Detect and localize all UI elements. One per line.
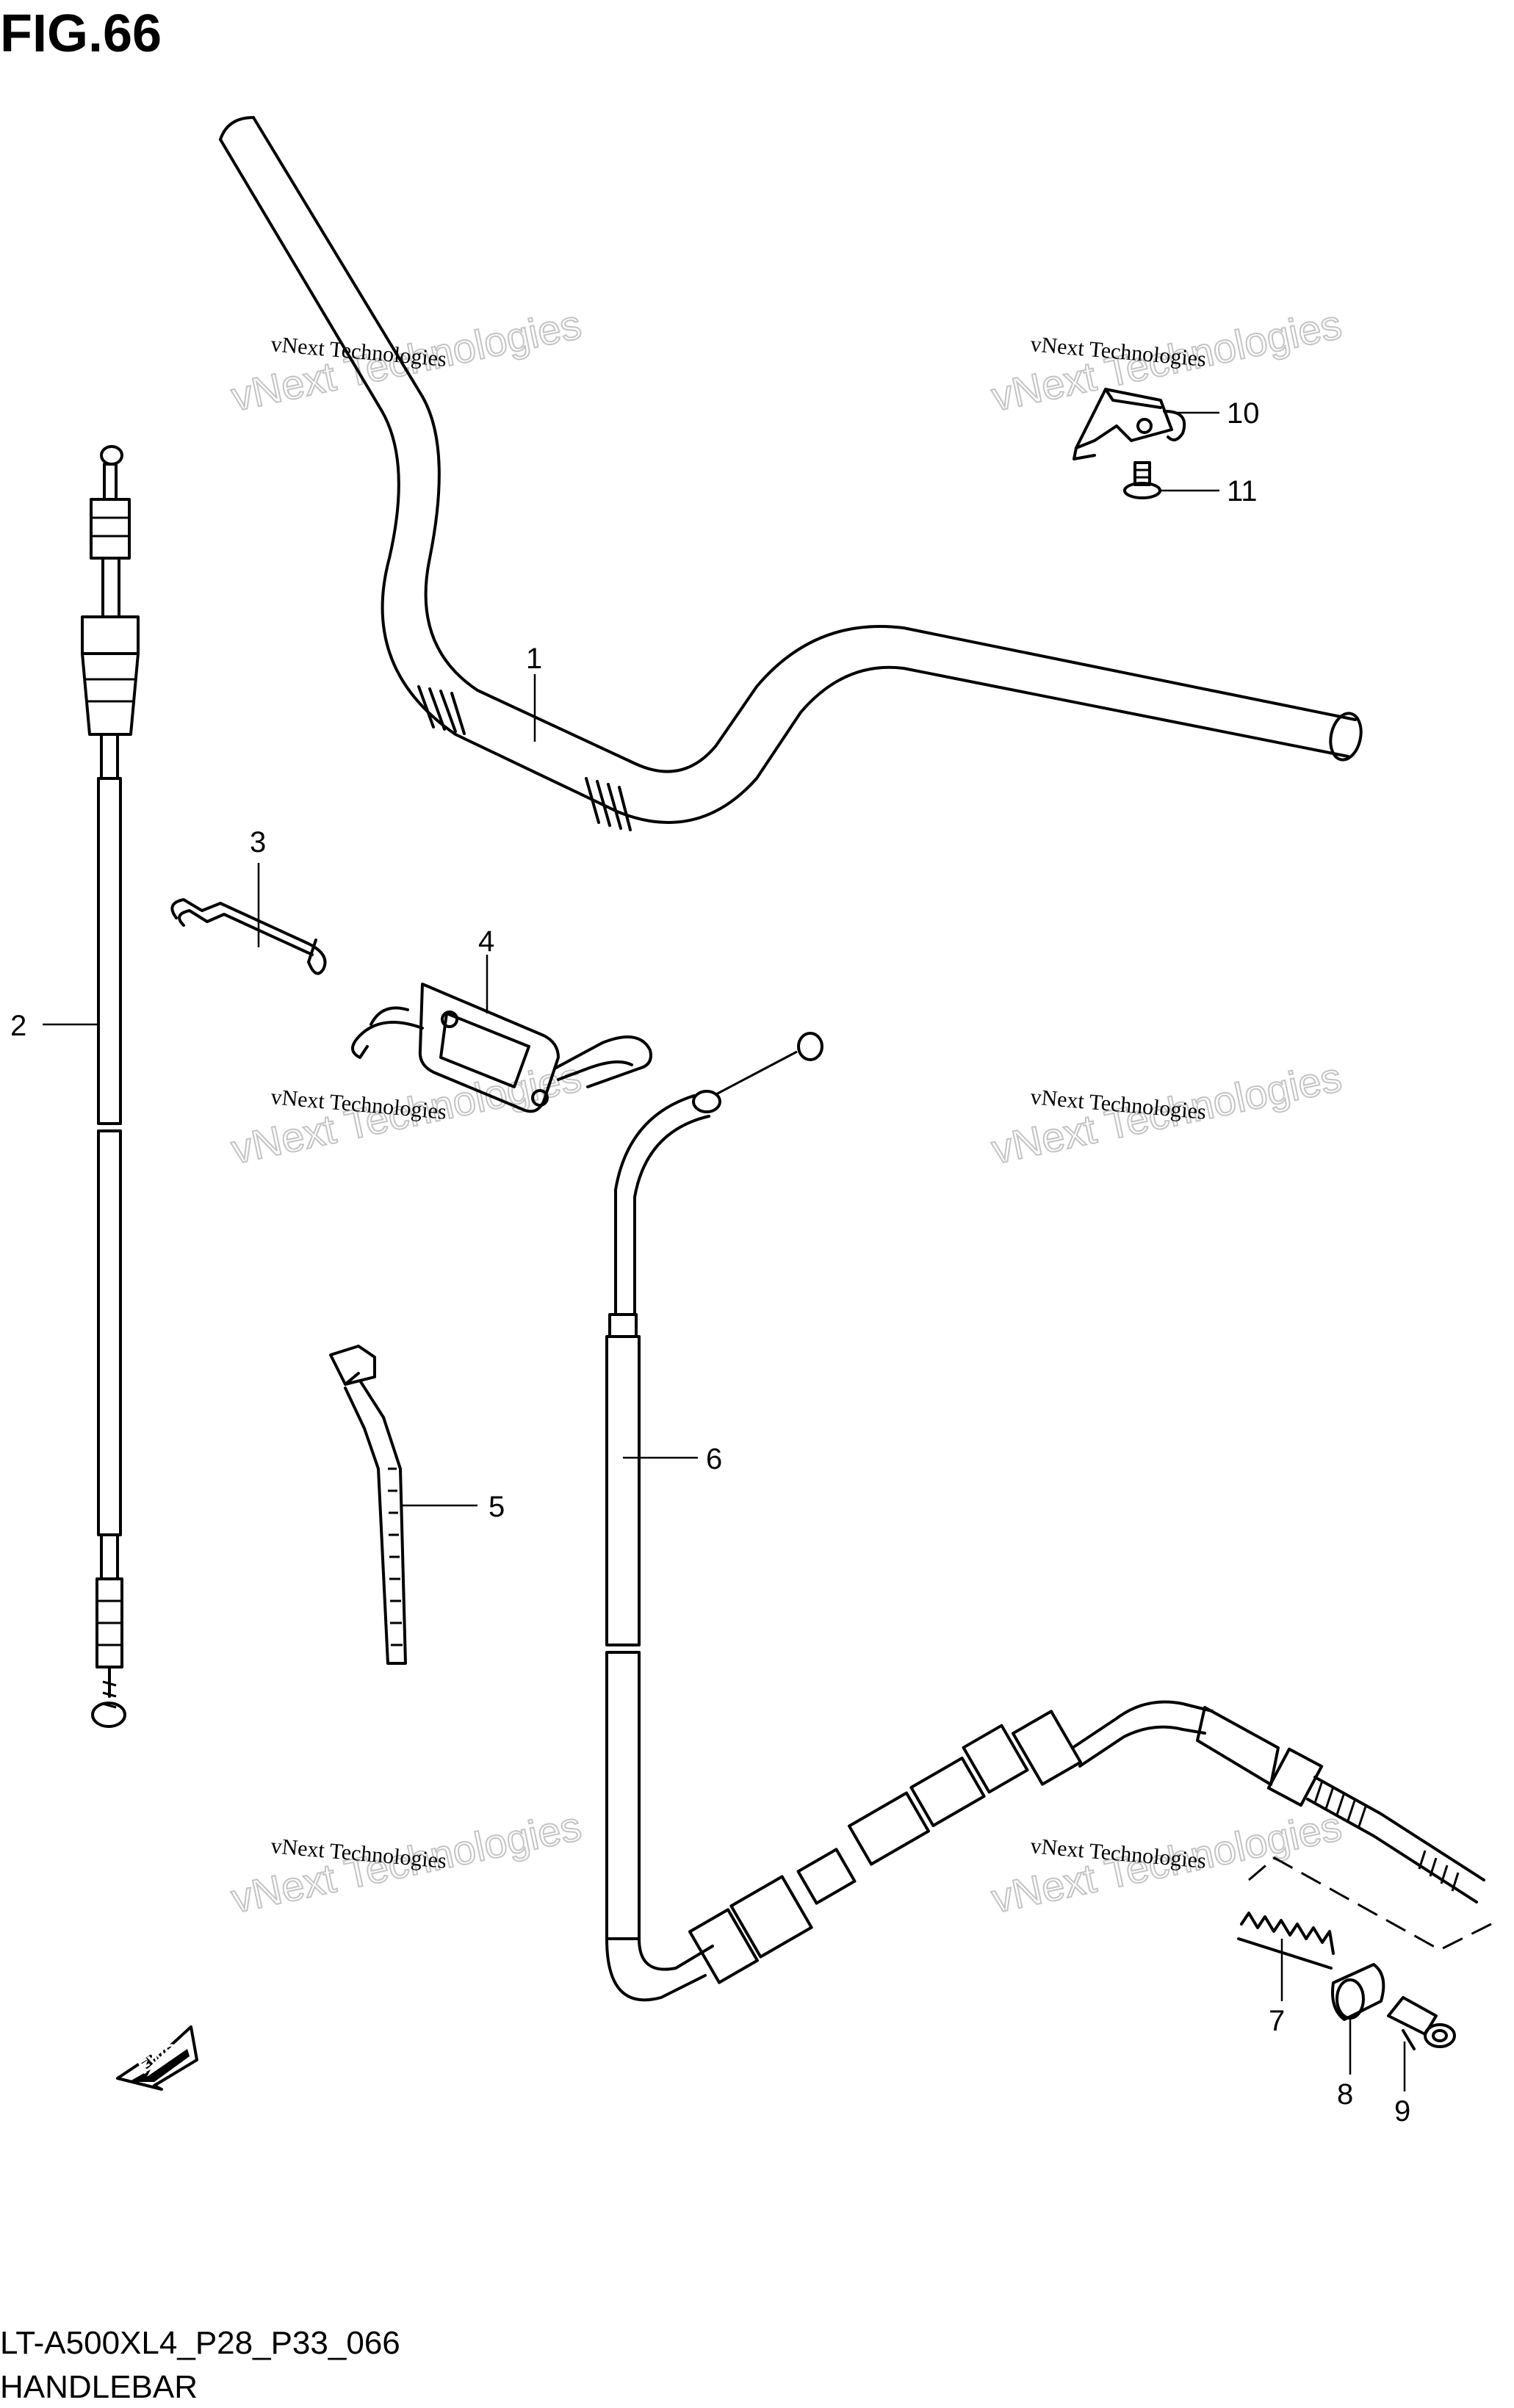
callout-9: 9 xyxy=(1394,2095,1410,2127)
watermark-top-right: vNext Technologies vNext Technologies xyxy=(987,300,1346,420)
callout-2: 2 xyxy=(10,1010,26,1042)
callout-10: 10 xyxy=(1227,397,1260,430)
part-9-end-fitting xyxy=(1387,1996,1456,2091)
part-3-clip xyxy=(170,863,327,975)
part-1-handlebar xyxy=(219,116,1363,831)
watermark-top-left: vNext Technologies vNext Technologies xyxy=(226,300,585,420)
callout-8: 8 xyxy=(1337,2078,1353,2111)
part-4-clamp xyxy=(351,955,652,1113)
callout-1: 1 xyxy=(526,643,542,675)
part-10-holder xyxy=(1073,388,1219,460)
watermark-mid-left: vNext Technologies vNext Technologies xyxy=(226,1052,585,1173)
callout-6: 6 xyxy=(706,1443,722,1475)
fwd-arrow-icon: FWD xyxy=(116,2025,198,2091)
part-2-cable xyxy=(43,445,140,1728)
watermark-mid-right: vNext Technologies vNext Technologies xyxy=(987,1052,1346,1173)
callout-7: 7 xyxy=(1269,2005,1285,2037)
figure-code: LT-A500XL4_P28_P33_066 xyxy=(0,2325,400,2361)
watermark-bottom-left: vNext Technologies vNext Technologies xyxy=(226,1801,585,1922)
callout-5: 5 xyxy=(489,1491,505,1523)
part-6-cable xyxy=(605,1032,1492,2002)
callout-4: 4 xyxy=(478,925,494,958)
part-8-collar xyxy=(1331,1963,1385,2075)
part-11-bolt xyxy=(1123,461,1219,499)
figure-name: HANDLEBAR xyxy=(0,2369,198,2405)
callout-3: 3 xyxy=(250,826,266,858)
callout-11: 11 xyxy=(1227,475,1258,507)
watermark-bottom-right: vNext Technologies vNext Technologies xyxy=(987,1801,1346,1922)
figure-title: FIG.66 xyxy=(0,4,162,63)
part-7-spring xyxy=(1237,1912,1335,2001)
part-5-cable-tie xyxy=(329,1345,477,1665)
